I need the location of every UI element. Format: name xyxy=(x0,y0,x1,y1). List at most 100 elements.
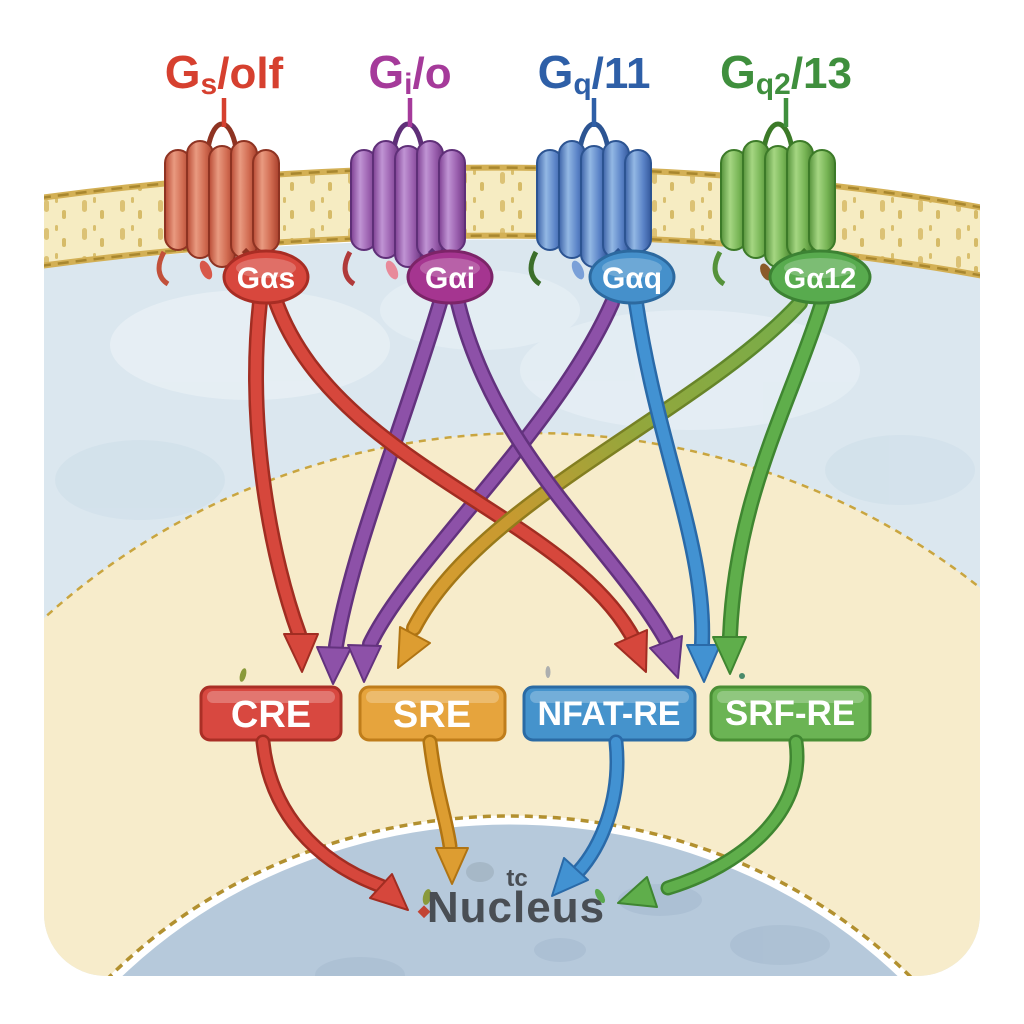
arrowhead-green-nucleus xyxy=(617,876,658,908)
decorative-specks xyxy=(239,666,745,919)
galpha-label: Gαq xyxy=(602,262,662,295)
box-shine xyxy=(717,691,864,703)
speck xyxy=(422,889,432,905)
family-label-gs-olf: Gs/olf xyxy=(165,46,284,101)
family-sub: q2 xyxy=(756,68,791,101)
arrowhead-orange-sre xyxy=(397,626,431,669)
family-rest: /11 xyxy=(592,49,651,98)
response-element-boxes: CRE SRE NFAT-RE SRF-RE xyxy=(199,685,872,742)
arrowhead-blue-nucleus xyxy=(551,857,589,897)
family-sub: s xyxy=(201,68,218,101)
family-rest: /13 xyxy=(791,49,852,98)
cytoplasm-texture xyxy=(55,270,975,520)
box-shine xyxy=(207,691,335,703)
signal-arrows-upper xyxy=(248,294,830,654)
speck xyxy=(594,888,606,904)
family-label-g12-13: Gq2/13 xyxy=(720,46,852,101)
receptor-tail xyxy=(342,250,356,287)
nucleus-region xyxy=(44,815,980,976)
galpha-label: Gα12 xyxy=(784,263,857,295)
arrow-gaq-to-nfatre xyxy=(630,297,708,650)
box-nfat-re: NFAT-RE xyxy=(522,685,697,742)
arrowhead-red-cre xyxy=(283,633,319,673)
nucleus-small-mark: tc xyxy=(506,865,527,892)
arrowhead-purple-nfatre xyxy=(649,635,683,679)
nucleus-blob xyxy=(534,938,586,962)
galpha-oval xyxy=(768,249,872,305)
membrane-top-edge-dash xyxy=(44,166,980,210)
receptor-gi-o xyxy=(342,121,466,287)
box-cre: CRE xyxy=(199,685,343,742)
galpha-oval xyxy=(588,249,676,305)
arrow-srfre-to-nucleus xyxy=(663,737,802,893)
family-label-gi-o: Gi/o xyxy=(368,46,451,101)
arrow-cre-to-nucleus xyxy=(258,737,386,891)
re-label: NFAT-RE xyxy=(538,695,681,733)
membrane-bottom-edge-dash xyxy=(44,234,980,278)
nucleus-blob xyxy=(315,957,405,976)
galpha-gas: Gαs xyxy=(222,249,310,305)
galpha-oval xyxy=(222,249,310,305)
galpha-ovals: Gαs Gαi Gαq Gα12 xyxy=(222,249,872,305)
arrowhead-red-nucleus xyxy=(369,873,409,911)
family-labels: Gs/olf Gi/o Gq/11 Gq2/13 xyxy=(165,46,852,127)
re-label: SRE xyxy=(393,694,471,736)
galpha-gaq: Gαq xyxy=(588,249,676,305)
receptor-tail-drop xyxy=(571,260,585,280)
box-sre: SRE xyxy=(358,685,507,742)
family-main: G xyxy=(368,46,404,98)
galpha-label: Gαi xyxy=(425,262,475,295)
galpha-ga12: Gα12 xyxy=(768,249,872,305)
receptor-gs-olf xyxy=(156,121,280,287)
family-main: G xyxy=(165,46,201,98)
box-shine xyxy=(530,691,689,703)
arrow-gai-to-cre xyxy=(330,297,446,652)
re-label: CRE xyxy=(231,694,311,736)
family-sub: q xyxy=(573,68,591,101)
galpha-oval xyxy=(406,249,494,305)
arrowhead-red-nfatre xyxy=(614,629,648,673)
box-srf-re: SRF-RE xyxy=(709,685,872,742)
inner-cell-region xyxy=(44,431,980,976)
family-main: G xyxy=(720,46,756,98)
re-box xyxy=(199,685,343,742)
oval-shine xyxy=(236,258,296,278)
receptor-loop xyxy=(761,121,795,149)
tm-helix xyxy=(808,149,836,253)
family-main: G xyxy=(538,46,574,98)
galpha-gai: Gαi xyxy=(406,249,494,305)
arrow-gai-to-nfatre xyxy=(452,297,672,646)
box-shine xyxy=(366,691,499,703)
arrowhead-orange-nucleus xyxy=(435,847,469,885)
arrow-nfatre-to-nucleus xyxy=(573,737,622,877)
arrowhead-purple-cre xyxy=(316,646,352,685)
nucleus-blob xyxy=(730,925,830,965)
arrow-ga12-to-sre xyxy=(408,297,806,634)
speck xyxy=(239,668,247,682)
signal-arrows-lower xyxy=(255,734,805,896)
speck xyxy=(545,666,551,678)
family-sub: i xyxy=(404,68,412,101)
tm-helix xyxy=(438,149,466,253)
signal-arrowheads-lower xyxy=(369,847,658,911)
nucleus-label: Nucleus xyxy=(427,883,605,932)
receptor-tail xyxy=(156,250,170,287)
arrowhead-purple-sre xyxy=(347,644,382,683)
oval-shine xyxy=(420,258,480,278)
tm-helix xyxy=(624,149,652,253)
oval-shine xyxy=(602,258,662,278)
receptor-tail xyxy=(528,250,542,287)
family-rest: /o xyxy=(413,49,452,98)
family-rest: /olf xyxy=(217,49,283,98)
tm-helix xyxy=(252,149,280,253)
galpha-label: Gαs xyxy=(237,262,295,295)
arrowhead-green-srfre xyxy=(712,636,747,675)
receptor-g12-13 xyxy=(712,121,836,287)
arrow-gas-to-nfatre xyxy=(270,296,638,642)
receptor-tail xyxy=(712,250,726,287)
arrowhead-blue-nfatre xyxy=(686,644,721,683)
signal-arrowheads-upper xyxy=(283,626,747,685)
arrow-gaq-to-sre xyxy=(364,297,618,650)
cytoplasm-blob xyxy=(825,435,975,505)
